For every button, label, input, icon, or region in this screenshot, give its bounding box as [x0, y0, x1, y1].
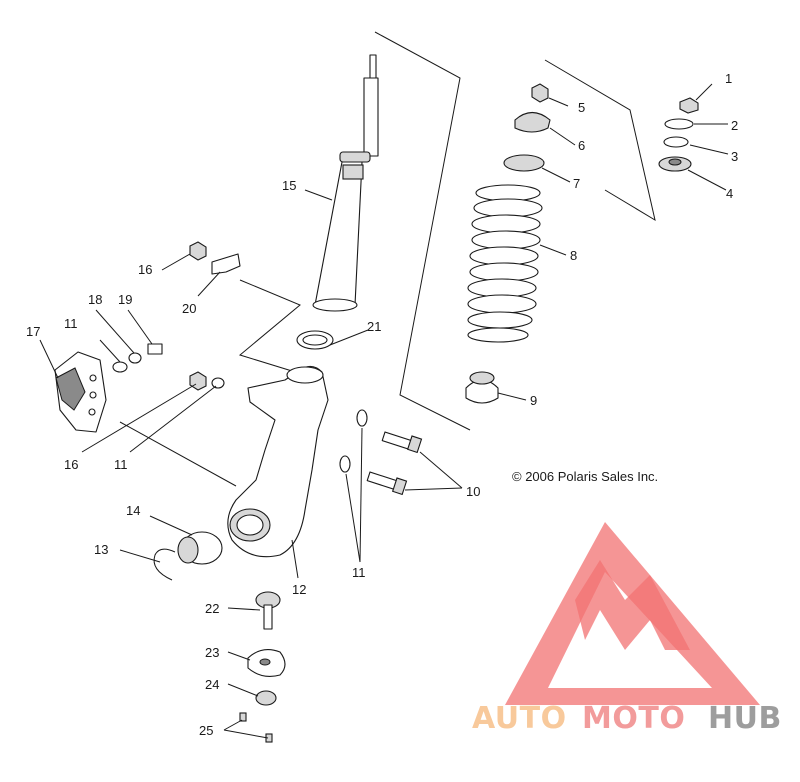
washers-11: [112, 361, 368, 473]
snap-ring-13: [153, 548, 176, 581]
coil-spring-8: [467, 184, 543, 343]
callout-13: 13: [94, 542, 108, 557]
callout-6: 6: [578, 138, 585, 153]
callout-17: 17: [26, 324, 40, 339]
callout-25: 25: [199, 723, 213, 738]
bump-stop-9: [465, 371, 499, 404]
callout-4: 4: [726, 186, 733, 201]
ball-joint-22: [255, 591, 281, 630]
nut-1: [679, 97, 699, 114]
callout-11-knuckle: 11: [114, 457, 128, 472]
boot-24: [255, 690, 277, 706]
spring-hardware: [465, 83, 551, 404]
strut-shock-absorber: [312, 54, 379, 312]
bolt-19: [147, 343, 163, 355]
callout-2: 2: [731, 118, 738, 133]
brake-caliper-17: [54, 351, 107, 433]
clip-20: [211, 253, 241, 275]
callout-10: 10: [466, 484, 480, 499]
copyright-notice: © 2006 Polaris Sales Inc.: [512, 469, 658, 484]
leader-lines: [39, 83, 729, 739]
callout-labels: 1 2 3 4 5 6 7 8 9 10 11 11 11 11 12 13 1…: [26, 71, 738, 738]
logo-word-auto: AUTO: [472, 701, 567, 736]
washer-18: [128, 352, 142, 364]
callout-16-bottom: 16: [64, 457, 78, 472]
callout-7: 7: [573, 176, 580, 191]
callout-21: 21: [367, 319, 381, 334]
automotohub-logo: AUTO MOTO HUB: [472, 522, 782, 736]
washer-2: [664, 118, 694, 130]
strut-assembly-bracket: [374, 31, 471, 431]
top-mount-hardware: [658, 97, 699, 172]
callout-11-bolts: 11: [352, 565, 366, 580]
bolts-10: [366, 431, 423, 496]
callout-12: 12: [292, 582, 306, 597]
logo-word-hub: HUB: [708, 701, 782, 736]
bearing-14: [177, 531, 223, 565]
callout-5: 5: [578, 100, 585, 115]
callout-3: 3: [731, 149, 738, 164]
callout-14: 14: [126, 503, 140, 518]
washer-3: [663, 136, 689, 148]
clip-bracket: [238, 279, 306, 376]
callout-22: 22: [205, 601, 219, 616]
seat-7: [503, 154, 545, 172]
callout-20: 20: [182, 301, 196, 316]
spindle-knuckle-12: [227, 365, 329, 558]
callout-11-caliper: 11: [64, 316, 78, 331]
top-mount-bracket: [544, 59, 656, 222]
logo-triangle-outer: [505, 522, 760, 705]
callout-19: 19: [118, 292, 132, 307]
callout-8: 8: [570, 248, 577, 263]
gasket-21: [296, 330, 334, 350]
callout-23: 23: [205, 645, 219, 660]
group-brackets: [238, 31, 656, 431]
nuts-16: [189, 241, 207, 391]
nut-5: [531, 83, 549, 103]
plate-23: [247, 649, 286, 677]
callout-16-top: 16: [138, 262, 152, 277]
callout-9: 9: [530, 393, 537, 408]
logo-word-moto: MOTO: [582, 701, 685, 736]
callout-1: 1: [725, 71, 732, 86]
callout-24: 24: [205, 677, 219, 692]
callout-18: 18: [88, 292, 102, 307]
retainer-6: [514, 111, 551, 133]
logo-m-mark: [575, 560, 690, 650]
callout-15: 15: [282, 178, 296, 193]
